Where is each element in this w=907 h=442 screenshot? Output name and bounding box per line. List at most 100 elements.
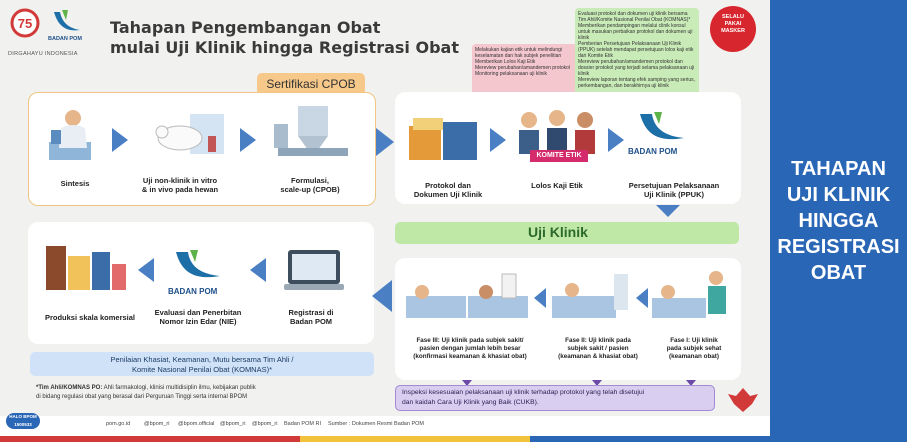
- caption-produksi: Produksi skala komersial: [44, 313, 136, 322]
- footer-stripe-blue: [530, 436, 770, 442]
- arrow-right-icon: [608, 128, 624, 152]
- footer-pom-site[interactable]: pom.go.id: [106, 421, 131, 427]
- komite-etik-note: Melakukan kajian etik untuk melindungi k…: [472, 44, 580, 96]
- caption-lolos: Lolos Kaji Etik: [531, 181, 583, 190]
- komite-etik-people-icon: [515, 106, 599, 156]
- caption-protokol-2: Dokumen Uji Klinik: [413, 190, 483, 199]
- arrow-right-icon: [240, 128, 256, 152]
- footer-social-2[interactable]: @bpom.official: [178, 421, 215, 427]
- note-item: Mereview perubahan/amandemen protokol da…: [578, 59, 695, 77]
- sidebar-title: TAHAPAN UJI KLINIK HINGGA REGISTRASI OBA…: [777, 158, 900, 284]
- ppuk-pom-icon: [630, 110, 690, 146]
- arrow-down-icon: [686, 380, 696, 386]
- note-item: Pemberian Persetujuan Pelaksanaan Uji Kl…: [578, 41, 694, 59]
- note-item: Memberikan pendampingan melalui clinik k…: [578, 23, 693, 41]
- laptop-icon: [282, 246, 346, 296]
- medicine-products-icon: [40, 236, 130, 298]
- bpom-note: Evaluasi protokol dan dokumen uji klinik…: [575, 8, 699, 96]
- caption-ppuk-1: Persetujuan Pelaksanaan: [628, 181, 720, 190]
- hotline-badge: HALO BPOM 1500533: [6, 413, 40, 429]
- caption-nonklinik-2: & in vivo pada hewan: [141, 185, 219, 194]
- caption-fase2-3: (keamanan & khasiat obat): [558, 353, 638, 360]
- caption-fase1-2: pada subjek sehat: [666, 345, 722, 352]
- tim-ahli-bold: *Tim Ahli/KOMNAS PO:: [36, 385, 103, 391]
- note-item: Mereview perubahan/amandemen protokol: [475, 65, 571, 71]
- caption-fase2-1: Fase II: Uji klinik pada: [565, 337, 631, 344]
- arrow-right-icon: [490, 128, 506, 152]
- arrow-left-icon: [250, 258, 266, 282]
- page-title-line1: Tahapan Pengembangan Obat: [110, 18, 381, 37]
- penilaian-text-1: Penilaian Khasiat, Keamanan, Mutu bersam…: [110, 355, 294, 364]
- ppuk-pom-label: BADAN POM: [628, 147, 678, 156]
- uji-klinik-label: Uji Klinik: [528, 224, 588, 240]
- note-item: Melakukan kajian etik untuk melindungi k…: [475, 47, 562, 59]
- footer-social-1[interactable]: @bpom_ri: [144, 421, 170, 427]
- hospital-bed-phase1-icon: [648, 266, 734, 328]
- arrow-right-icon: [112, 128, 128, 152]
- arrow-left-icon: [636, 288, 648, 308]
- page-title-line2: mulai Uji Klinik hingga Registrasi Obat: [110, 38, 459, 57]
- caption-fase1-1: Fase I: Uji klinik: [670, 337, 718, 344]
- footer-social-4[interactable]: @bpom_ri: [252, 421, 278, 427]
- footer-stripe-red: [0, 436, 300, 442]
- tim-ahli-note-2: di bidang regulasi obat yang berasal dar…: [36, 394, 248, 400]
- documents-icon: [407, 112, 481, 166]
- caption-protokol-1: Protokol dan: [425, 181, 471, 190]
- note-item: Monitoring pelaksanaan uji klinik: [475, 71, 547, 77]
- caption-formulasi-2: scale-up (CPOB): [280, 185, 340, 194]
- badan-pom-header-label: BADAN POM: [48, 36, 82, 42]
- arrow-down-icon: [592, 380, 602, 386]
- caption-evaluasi-2: Nomor Izin Edar (NIE): [159, 317, 237, 326]
- caption-fase3-2: pasien dengan jumlah lebih besar: [419, 345, 521, 352]
- uji-klinik-bar: [395, 222, 739, 244]
- caption-evaluasi-1: Evaluasi dan Penerbitan: [154, 308, 242, 317]
- evaluasi-pom-icon: [166, 248, 226, 284]
- inspeksi-text-1: Inspeksi kesesuaian pelaksanaan uji klin…: [402, 389, 645, 396]
- footer-sumber: Sumber : Dokumen Resmi Badan POM: [328, 421, 424, 427]
- caption-fase2-2: subjek sakit / pasien: [567, 345, 629, 352]
- footer-stripe-yellow: [300, 436, 530, 442]
- dirgahayu-caption: DIRGAHAYU INDONESIA: [8, 51, 78, 57]
- caption-nonklinik-1: Uji non-klinik in vitro: [142, 176, 218, 185]
- note-item: Memberikan Lolos Kaji Etik: [475, 59, 536, 65]
- arrow-down-icon: [656, 205, 680, 217]
- mask-badge: [710, 6, 756, 52]
- anniversary-logo: 75: [8, 8, 42, 46]
- badan-pom-header-logo: [48, 8, 84, 46]
- arrow-left-icon: [138, 258, 154, 282]
- note-item: Evaluasi protokol dan dokumen uji klinik…: [578, 11, 691, 23]
- arrow-down-icon: [462, 380, 472, 386]
- footer-social-3[interactable]: @bpom_ri: [220, 421, 246, 427]
- caption-fase1-3: (keamanan obat): [668, 353, 720, 360]
- sertifikasi-cpob-label: Sertifikasi CPOB: [257, 73, 365, 95]
- note-item: Mereview laporan tentang efek samping ya…: [578, 77, 696, 89]
- tim-ahli-note-1: *Tim Ahli/KOMNAS PO: Ahli farmakologi, k…: [36, 385, 256, 391]
- arrow-left-icon: [372, 280, 392, 312]
- caption-registrasi-1: Registrasi di: [288, 308, 334, 317]
- evaluasi-pom-label: BADAN POM: [168, 287, 218, 296]
- caption-sintesis: Sintesis: [60, 179, 90, 188]
- svg-text:75: 75: [18, 16, 32, 31]
- caption-fase3-3: (konfirmasi keamanan & khasiat obat): [413, 353, 527, 360]
- scientist-icon: [45, 102, 95, 164]
- hospital-bed-phase2-icon: [548, 266, 636, 328]
- caption-formulasi-1: Formulasi,: [291, 176, 329, 185]
- sidebar-title-panel: TAHAPAN UJI KLINIK HINGGA REGISTRASI OBA…: [770, 0, 907, 442]
- penilaian-box: [30, 352, 374, 376]
- footer-social-5[interactable]: Badan POM RI: [284, 421, 321, 427]
- formulation-machine-icon: [268, 100, 358, 162]
- garuda-emblem-icon: [728, 386, 758, 414]
- caption-registrasi-2: Badan POM: [289, 317, 333, 326]
- tim-ahli-text: Ahli farmakologi, klinisi multidisiplin …: [102, 385, 256, 391]
- arrow-right-icon: [376, 128, 394, 156]
- caption-ppuk-2: Uji Klinik (PPUK): [643, 190, 704, 199]
- hospital-beds-phase3-icon: [402, 266, 534, 328]
- mouse-lab-icon: [150, 104, 230, 162]
- caption-fase3-1: Fase III: Uji klinik pada subjek sakit/: [416, 337, 524, 344]
- penilaian-text-2: Komite Nasional Penilai Obat (KOMNAS)*: [131, 365, 273, 374]
- arrow-left-icon: [534, 288, 546, 308]
- infographic: 75 BADAN POM DIRGAHAYU INDONESIA Tahapan…: [0, 0, 770, 442]
- mask-badge-text: SELALU PAKAI MASKER: [721, 14, 745, 34]
- inspeksi-box: [395, 385, 715, 411]
- komite-etik-banner: KOMITE ETIK: [530, 150, 588, 162]
